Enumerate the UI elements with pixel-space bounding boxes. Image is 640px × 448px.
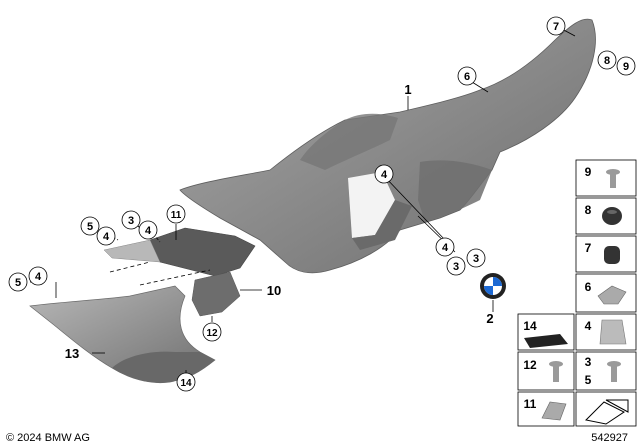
callout-4-upper-left: 4 [138,220,158,240]
svg-text:1: 1 [404,82,411,97]
svg-text:7: 7 [585,241,592,255]
side-panel-part [179,18,596,274]
legend-box-7: 7 [575,235,637,273]
legend-box-14: 14 [517,313,575,351]
svg-text:5: 5 [585,373,592,387]
arrow-icon [584,399,629,425]
callout-4-right: 4 [435,237,455,257]
svg-text:9: 9 [585,165,592,179]
callout-9: 9 [616,56,636,76]
svg-text:2: 2 [486,311,493,326]
svg-text:8: 8 [585,203,592,217]
svg-text:4: 4 [381,169,388,181]
clip-icon [597,285,627,305]
svg-text:10: 10 [267,283,281,298]
svg-text:11: 11 [171,210,182,221]
legend-box-3-5: 3 5 [575,351,637,391]
svg-text:8: 8 [604,55,610,67]
screw-icon-3 [607,361,621,382]
callout-4-lower-left: 4 [28,266,48,286]
svg-text:12: 12 [523,358,537,372]
svg-text:3: 3 [128,215,134,227]
callout-7: 7 [546,16,566,36]
callout-14: 14 [176,372,196,392]
diagram-number: 542927 [591,432,628,444]
svg-text:3: 3 [453,261,459,273]
svg-text:6: 6 [464,71,470,83]
bmw-logo-icon [480,273,506,299]
svg-text:4: 4 [442,242,449,254]
legend-box-4: 4 [575,313,637,351]
callout-2: 2 [486,311,493,326]
lower-panel-part [29,285,216,384]
legend-box-6: 6 [575,273,637,313]
screw-icon [606,169,620,188]
rubber-buffer-icon [604,246,620,264]
callout-3-right-b: 3 [446,256,466,276]
callout-3-upper: 3 [121,210,141,230]
svg-text:5: 5 [15,277,21,289]
legend-box-arrow [575,391,637,427]
svg-text:11: 11 [524,397,537,411]
callout-11: 11 [166,204,186,224]
svg-text:4: 4 [35,271,42,283]
copyright-text: © 2024 BMW AG [6,432,90,444]
callout-4-mid-left: 4 [96,226,116,246]
svg-text:4: 4 [585,319,592,333]
svg-text:14: 14 [180,378,192,389]
svg-text:12: 12 [206,328,218,339]
grommet-icon [602,207,622,225]
callout-1: 1 [404,82,411,97]
screw-icon-12 [549,361,563,382]
svg-text:14: 14 [523,319,537,333]
callout-3-right-a: 3 [466,248,486,268]
foam-pad-icon [524,334,568,348]
callout-5-upper: 5 [80,216,100,236]
svg-text:3: 3 [473,253,479,265]
svg-text:6: 6 [585,280,592,294]
svg-text:13: 13 [65,346,79,361]
svg-text:3: 3 [585,355,592,369]
callout-5-lower: 5 [8,272,28,292]
svg-text:9: 9 [623,61,629,73]
bracket-part [191,271,241,317]
callout-8: 8 [597,50,617,70]
legend-box-9: 9 [575,159,637,197]
callout-13: 13 [65,346,79,361]
svg-text:7: 7 [553,21,559,33]
callout-12: 12 [202,322,222,342]
legend-box-12: 12 [517,351,575,391]
callout-10: 10 [267,283,281,298]
svg-text:5: 5 [87,221,93,233]
spring-nut-icon [599,319,627,345]
callout-6: 6 [457,66,477,86]
svg-text:4: 4 [103,231,110,243]
callout-4-upper: 4 [374,164,394,184]
upper-trim-part [103,227,256,277]
clip-icon-11 [541,401,567,421]
svg-text:4: 4 [145,225,152,237]
legend-box-8: 8 [575,197,637,235]
legend-box-11: 11 [517,391,575,427]
